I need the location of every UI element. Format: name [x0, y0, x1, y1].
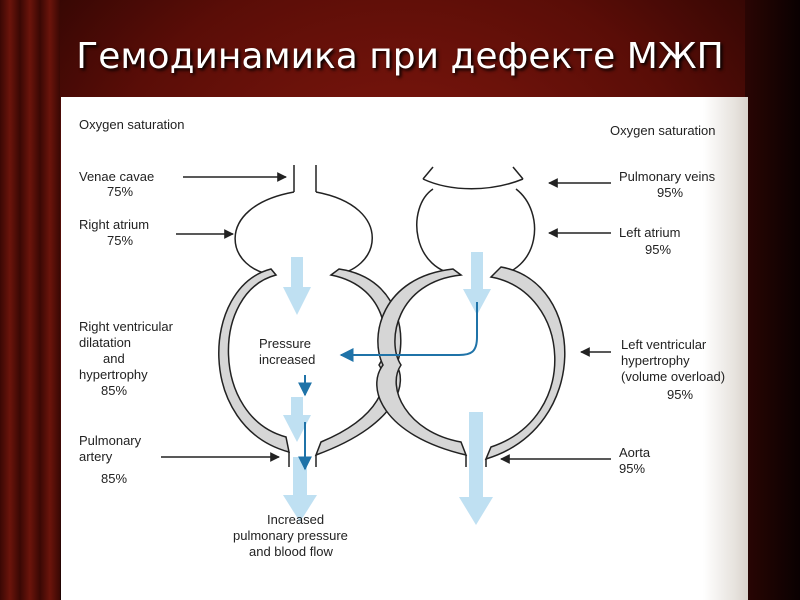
left-header: Oxygen saturation	[79, 117, 185, 132]
lv-value: 95%	[667, 387, 693, 402]
pulm-artery-value: 85%	[101, 471, 127, 486]
rv-label-3: and	[103, 351, 125, 366]
pressure-label-2: increased	[259, 352, 315, 367]
page-edge-shadow	[703, 97, 748, 600]
pulm-veins-label: Pulmonary veins	[619, 169, 716, 184]
right-atrium-value: 75%	[107, 233, 133, 248]
lv-label-3: (volume overload)	[621, 369, 725, 384]
rv-label-2: dilatation	[79, 335, 131, 350]
venae-cavae-label: Venae cavae	[79, 169, 154, 184]
bottom-label-1: Increased	[267, 512, 324, 527]
left-heart	[376, 166, 566, 467]
aorta-value: 95%	[619, 461, 645, 476]
pressure-label-1: Pressure	[259, 336, 311, 351]
diagram-figure: Oxygen saturation Oxygen saturation Vena…	[61, 97, 748, 600]
aorta-label: Aorta	[619, 445, 651, 460]
curtain-left	[0, 0, 60, 600]
rv-value: 85%	[101, 383, 127, 398]
rv-label-4: hypertrophy	[79, 367, 148, 382]
pulm-artery-label-2: artery	[79, 449, 113, 464]
curtain-right	[745, 0, 800, 600]
shunt-arrow	[339, 302, 478, 362]
pulm-artery-label-1: Pulmonary	[79, 433, 142, 448]
slide-title: Гемодинамика при дефекте МЖП	[76, 36, 724, 77]
heart-diagram-svg: Oxygen saturation Oxygen saturation Vena…	[79, 117, 725, 559]
bottom-label-3: and blood flow	[249, 544, 333, 559]
right-atrium-label: Right atrium	[79, 217, 149, 232]
right-header: Oxygen saturation	[610, 123, 716, 138]
right-heart	[218, 165, 402, 467]
bottom-label-2: pulmonary pressure	[233, 528, 348, 543]
pulm-veins-value: 95%	[657, 185, 683, 200]
left-atrium-label: Left atrium	[619, 225, 680, 240]
lv-label-2: hypertrophy	[621, 353, 690, 368]
lv-label-1: Left ventricular	[621, 337, 707, 352]
left-atrium-value: 95%	[645, 242, 671, 257]
rv-label-1: Right ventricular	[79, 319, 174, 334]
pointer-arrows	[161, 172, 611, 464]
venae-cavae-value: 75%	[107, 184, 133, 199]
